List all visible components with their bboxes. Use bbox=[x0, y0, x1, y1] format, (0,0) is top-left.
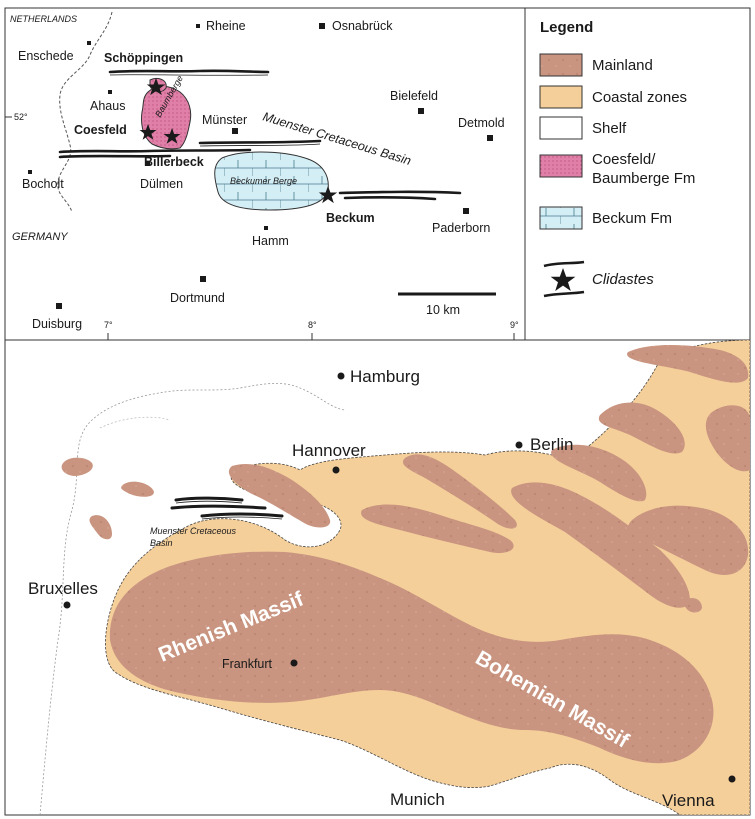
basin-label-2: Basin bbox=[150, 538, 173, 548]
legend-beckum: Beckum Fm bbox=[592, 210, 672, 227]
city-muenster: Münster bbox=[202, 113, 247, 127]
legend-title: Legend bbox=[540, 19, 593, 36]
city-markers bbox=[28, 23, 493, 309]
city-osnabrueck: Osnabrück bbox=[332, 19, 393, 33]
legend-coesfeld-2: Baumberge Fm bbox=[592, 170, 695, 187]
legend-swatch-beckum bbox=[539, 206, 583, 230]
city-hamburg: Hamburg bbox=[350, 367, 420, 386]
city-coesfeld: Coesfeld bbox=[74, 123, 127, 137]
legend-clidastes: Clidastes bbox=[592, 271, 654, 288]
city-dortmund: Dortmund bbox=[170, 291, 225, 305]
legend-mainland: Mainland bbox=[592, 57, 653, 74]
legend-swatch-coastal bbox=[539, 85, 583, 109]
bottom-city-markers bbox=[63, 372, 736, 783]
legend: Legend Mainland Coastal zones Shelf Coes… bbox=[524, 7, 751, 341]
legend-clidastes-symbol bbox=[543, 260, 585, 298]
city-frankfurt: Frankfurt bbox=[222, 657, 273, 671]
top-map: Baumberge bbox=[4, 7, 526, 341]
city-vienna: Vienna bbox=[662, 791, 715, 810]
star-icon bbox=[318, 186, 338, 204]
city-duelmen: Dülmen bbox=[140, 177, 183, 191]
germany-label: GERMANY bbox=[12, 231, 68, 243]
star-icon bbox=[139, 124, 157, 140]
city-munich: Munich bbox=[390, 790, 445, 809]
legend-swatch-shelf bbox=[539, 116, 583, 140]
coastline bbox=[39, 383, 346, 816]
city-hannover: Hannover bbox=[292, 441, 366, 460]
star-icon bbox=[163, 128, 181, 144]
mainland-areas bbox=[61, 345, 750, 764]
beckum-fm-area bbox=[214, 151, 329, 211]
city-berlin: Berlin bbox=[530, 435, 573, 454]
scale-label: 10 km bbox=[426, 303, 460, 317]
city-bruxelles: Bruxelles bbox=[28, 579, 98, 598]
rhenish-bohemian-massif bbox=[109, 551, 714, 764]
legend-swatch-coesfeld bbox=[539, 154, 583, 178]
coesfeld-baumberge-area bbox=[141, 85, 192, 150]
legend-shelf: Shelf bbox=[592, 120, 627, 137]
star-icon bbox=[550, 268, 576, 291]
basin-label-1: Muenster Cretaceous bbox=[150, 526, 237, 536]
lon-7-label: 7° bbox=[104, 320, 113, 330]
lat-52-label: 52° bbox=[14, 112, 28, 122]
fault-lines bbox=[58, 69, 462, 201]
clidastes-stars bbox=[139, 78, 338, 204]
city-duisburg: Duisburg bbox=[32, 317, 82, 331]
city-beckum: Beckum bbox=[326, 211, 375, 225]
netherlands-label: NETHERLANDS bbox=[10, 14, 77, 24]
city-paderborn: Paderborn bbox=[432, 221, 490, 235]
city-hamm: Hamm bbox=[252, 234, 289, 248]
city-ahaus: Ahaus bbox=[90, 99, 125, 113]
city-schoeppingen: Schöppingen bbox=[104, 51, 183, 65]
beckumer-berge-label: Beckumer Berge bbox=[230, 176, 297, 186]
legend-swatch-mainland bbox=[539, 53, 583, 77]
bottom-fault-lines bbox=[170, 496, 284, 518]
lon-9-label: 9° bbox=[510, 320, 519, 330]
bottom-map: Muenster Cretaceous Basin Hamburg Hannov… bbox=[4, 339, 751, 816]
city-rheine: Rheine bbox=[206, 19, 246, 33]
star-icon bbox=[146, 78, 166, 96]
city-enschede: Enschede bbox=[18, 49, 74, 63]
city-billerbeck: Billerbeck bbox=[144, 155, 204, 169]
legend-coastal: Coastal zones bbox=[592, 89, 687, 106]
city-bocholt: Bocholt bbox=[22, 177, 64, 191]
legend-coesfeld-1: Coesfeld/ bbox=[592, 151, 656, 168]
city-detmold: Detmold bbox=[458, 116, 505, 130]
lon-8-label: 8° bbox=[308, 320, 317, 330]
city-bielefeld: Bielefeld bbox=[390, 89, 438, 103]
